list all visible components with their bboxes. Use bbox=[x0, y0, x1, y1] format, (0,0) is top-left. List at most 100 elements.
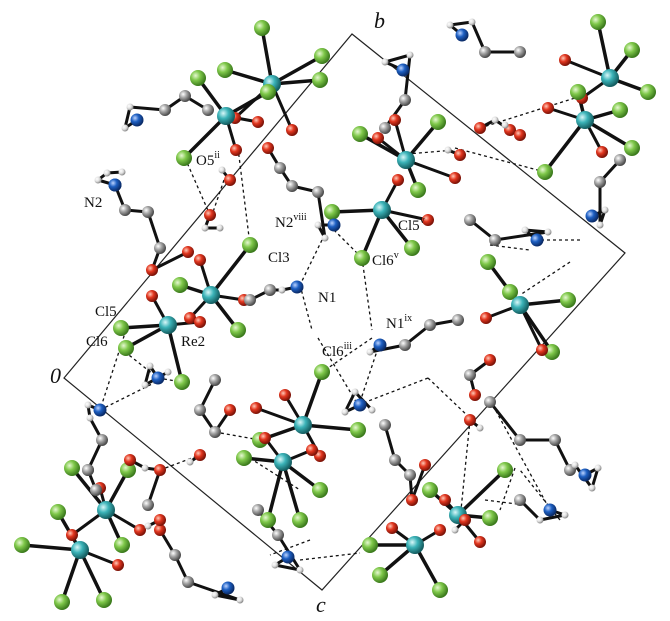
bond bbox=[273, 563, 302, 572]
rhenium-atom bbox=[71, 541, 89, 559]
oxygen-atom bbox=[259, 432, 271, 444]
chlorine-atom bbox=[120, 462, 136, 478]
oxygen-atom bbox=[154, 524, 166, 536]
carbon-atom bbox=[179, 90, 191, 102]
nitrogen-atom bbox=[543, 503, 557, 517]
oxygen-atom bbox=[286, 124, 298, 136]
axis-label-c: c bbox=[316, 592, 326, 616]
bond bbox=[410, 463, 427, 502]
atom-labels: 0 b c O5ii N2 N2viii Cl5v Cl3 Cl6v N1 Cl… bbox=[50, 8, 425, 617]
carbon-atom bbox=[549, 434, 561, 446]
hydrogen-atom bbox=[321, 234, 329, 242]
hydrogen-atom bbox=[366, 348, 374, 356]
label-n2: N2 bbox=[84, 195, 102, 211]
label-re2: Re2 bbox=[181, 334, 205, 350]
oxygen-atom bbox=[252, 116, 264, 128]
hydrogen-atom bbox=[351, 388, 359, 396]
oxygen-atom bbox=[406, 494, 418, 506]
oxygen-atom bbox=[514, 129, 526, 141]
hydrogen-bond bbox=[489, 399, 551, 511]
label-cl6: Cl6 bbox=[86, 334, 108, 350]
oxygen-atom bbox=[484, 354, 496, 366]
oxygen-atom bbox=[542, 102, 554, 114]
carbon-atom bbox=[594, 176, 606, 188]
hydrogen-bond bbox=[459, 419, 471, 521]
chlorine-atom bbox=[260, 84, 276, 100]
rhenium-atom bbox=[217, 107, 235, 125]
chlorine-atom bbox=[50, 504, 66, 520]
chlorine-atom bbox=[480, 254, 496, 270]
hydrogen-atom bbox=[236, 596, 244, 604]
chlorine-atom bbox=[230, 322, 246, 338]
oxygen-atom bbox=[112, 559, 124, 571]
oxygen-atom bbox=[469, 389, 481, 401]
unit-cell-outline bbox=[63, 33, 626, 591]
hydrogen-atom bbox=[126, 103, 134, 111]
chlorine-atom bbox=[544, 344, 560, 360]
bond bbox=[266, 460, 285, 522]
hydrogen-atom bbox=[216, 224, 224, 232]
chlorine-atom bbox=[312, 482, 328, 498]
hydrogen-bond bbox=[361, 257, 373, 331]
bond bbox=[383, 423, 397, 462]
oxygen-atom bbox=[459, 514, 471, 526]
hydrogen-atom bbox=[278, 286, 286, 294]
oxygen-atom bbox=[262, 142, 274, 154]
bond bbox=[596, 20, 612, 80]
label-n1: N1 bbox=[318, 290, 336, 306]
hydrogen-atom bbox=[406, 51, 414, 59]
bond bbox=[182, 114, 228, 160]
label-cl6-iii: Cl6iii bbox=[322, 341, 352, 360]
hydrogen-atom bbox=[146, 362, 154, 370]
hydrogen-atom bbox=[596, 221, 604, 229]
bond bbox=[60, 548, 82, 604]
chlorine-atom bbox=[502, 284, 518, 300]
chlorine-atom bbox=[324, 204, 340, 220]
bond bbox=[538, 513, 567, 522]
chlorine-atom bbox=[410, 182, 426, 198]
carbon-atom bbox=[209, 374, 221, 386]
oxygen-atom bbox=[449, 172, 461, 184]
oxygen-atom bbox=[194, 449, 206, 461]
chlorine-atom bbox=[537, 164, 553, 180]
chlorine-atom bbox=[432, 582, 448, 598]
hydrogen-atom bbox=[296, 566, 304, 574]
hydrogen-bond bbox=[317, 337, 359, 406]
bond bbox=[316, 190, 327, 240]
oxygen-atom bbox=[154, 514, 166, 526]
chlorine-atom bbox=[14, 537, 30, 553]
oxygen-atom bbox=[250, 402, 262, 414]
carbon-atom bbox=[514, 494, 526, 506]
bond bbox=[301, 370, 324, 427]
hydrogen-atom bbox=[118, 168, 126, 176]
nitrogen-atom bbox=[578, 468, 592, 482]
bond bbox=[150, 250, 190, 272]
hydrogen-atom bbox=[201, 224, 209, 232]
oxygen-atom bbox=[224, 174, 236, 186]
carbon-atom bbox=[514, 434, 526, 446]
chlorine-atom bbox=[113, 320, 129, 336]
oxygen-atom bbox=[392, 174, 404, 186]
hydrogen-atom bbox=[571, 461, 579, 469]
hydrogen-atom bbox=[476, 424, 484, 432]
oxygen-atom bbox=[434, 524, 446, 536]
carbon-atom bbox=[244, 294, 256, 306]
carbon-atom bbox=[252, 504, 264, 516]
chlorine-atom bbox=[624, 42, 640, 58]
hydrogen-atom bbox=[314, 221, 322, 229]
carbon-atom bbox=[404, 469, 416, 481]
oxygen-atom bbox=[596, 146, 608, 158]
carbon-atom bbox=[119, 204, 131, 216]
hydrogen-atom bbox=[544, 228, 552, 236]
oxygen-atom bbox=[536, 344, 548, 356]
hydrogen-atom bbox=[211, 591, 219, 599]
oxygen-atom bbox=[184, 312, 196, 324]
oxygen-atom bbox=[372, 132, 384, 144]
rhenium-atom bbox=[373, 201, 391, 219]
carbon-atom bbox=[484, 396, 496, 408]
oxygen-atom bbox=[279, 389, 291, 401]
bond bbox=[543, 118, 587, 174]
label-cl5-v: Cl5v bbox=[398, 215, 425, 234]
axis-label-origin: 0 bbox=[50, 363, 61, 388]
nitrogen-atom bbox=[373, 338, 387, 352]
